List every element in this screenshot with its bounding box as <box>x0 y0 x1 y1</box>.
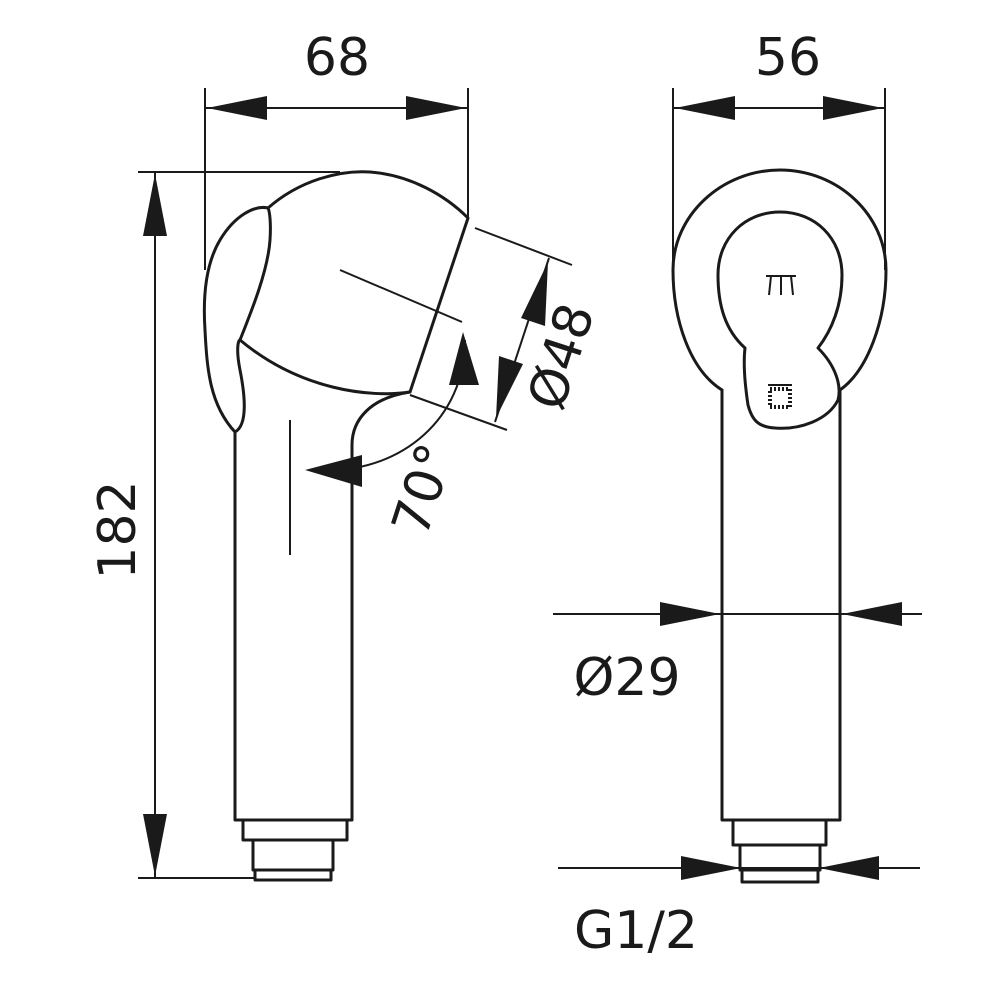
connector-nut <box>251 838 335 872</box>
dim-tilt-angle: 70° <box>381 437 467 543</box>
connector-thread <box>253 868 333 882</box>
arrow-left-icon <box>842 602 902 626</box>
handle-outline <box>233 390 412 822</box>
arrow-down-icon <box>143 814 167 876</box>
arrow-up-icon <box>449 332 479 385</box>
connector-collar <box>241 818 349 842</box>
arrow-left-icon <box>675 96 735 120</box>
arrow-right-icon <box>681 856 741 880</box>
arrow-up-icon <box>143 174 167 236</box>
arrow-left-icon <box>207 96 267 120</box>
handle-back-lobe <box>202 205 272 434</box>
handle-front-outline <box>720 388 842 822</box>
head-front-outline <box>671 168 888 392</box>
connector-collar <box>731 818 828 847</box>
spray-selector-button <box>716 210 844 430</box>
arrow-left-icon <box>305 455 362 487</box>
dim-total-height: 182 <box>88 480 148 579</box>
arrow-left-icon <box>819 856 879 880</box>
dim-side-width: 68 <box>304 28 370 88</box>
rain-spray-icon <box>766 275 796 296</box>
dim-thread: G1/2 <box>574 901 698 961</box>
shower-head-outline <box>238 170 470 396</box>
arrow-down-icon <box>496 356 523 418</box>
arrow-right-icon <box>660 602 720 626</box>
arrow-right-icon <box>406 96 466 120</box>
arrow-up-icon <box>521 262 548 326</box>
front-view: 56 Ø29 G1/2 <box>553 28 922 961</box>
head-axis-line <box>339 269 463 323</box>
extension-line <box>409 394 508 431</box>
extension-line <box>474 227 573 266</box>
side-view: 68 182 70° Ø48 <box>88 28 607 882</box>
arrow-right-icon <box>823 96 883 120</box>
dim-handle-diameter: Ø29 <box>573 648 680 708</box>
connector-thread <box>740 868 820 884</box>
massage-spray-icon <box>768 384 792 409</box>
connector-nut <box>738 843 822 872</box>
dim-front-width: 56 <box>755 28 821 88</box>
